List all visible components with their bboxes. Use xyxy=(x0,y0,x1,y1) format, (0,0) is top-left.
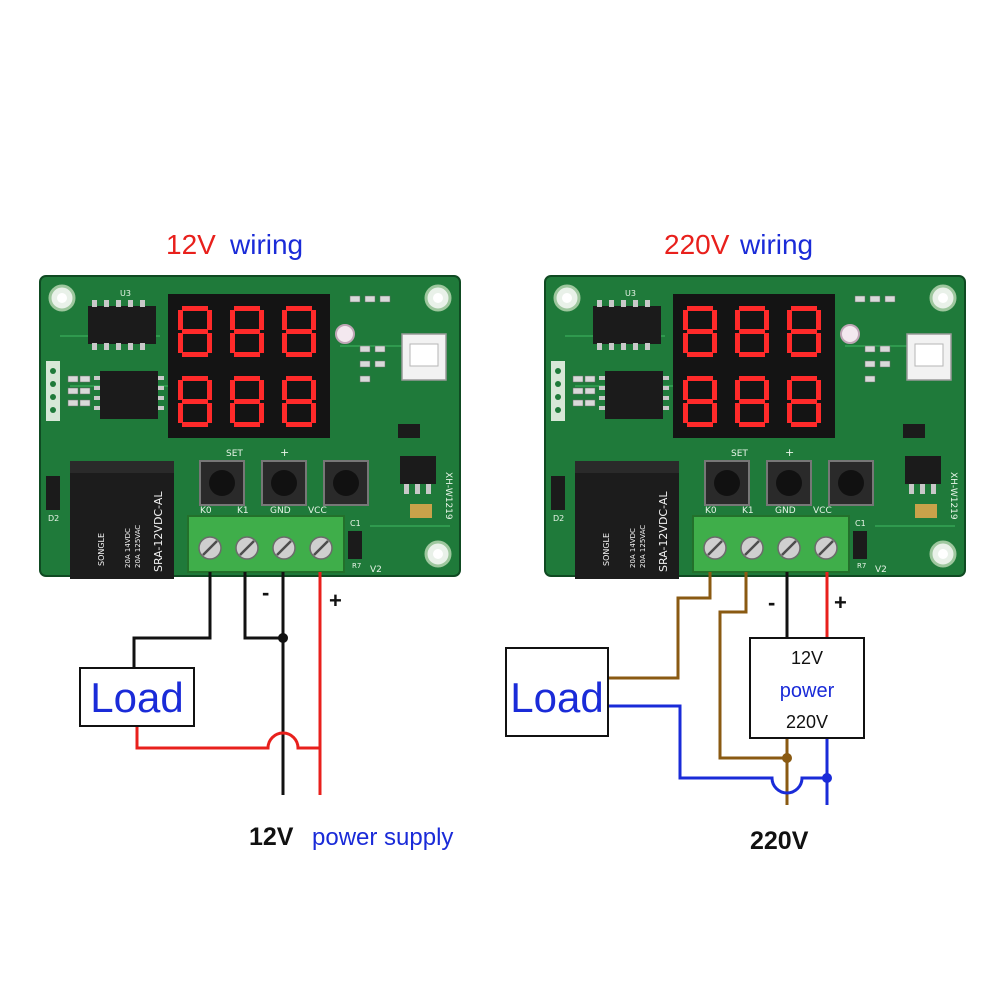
left-diode-label: D2 xyxy=(48,514,59,523)
left-bottom-voltage: 12V xyxy=(249,823,294,851)
left-wires xyxy=(132,572,322,795)
left-chip-label: U3 xyxy=(120,289,131,298)
left-relay-model: SRA-12VDC-AL xyxy=(152,491,165,572)
left-relay-rating1: 20A 14VDC xyxy=(124,528,132,568)
left-plus-sign: + xyxy=(329,588,342,613)
right-supply-line1: 12V xyxy=(791,648,823,668)
right-button-set-label: SET xyxy=(731,449,748,459)
right-pcb-board: U3 SET + K0 K1 GND VCC V2 C1 D2 R7 XH-W1… xyxy=(545,276,965,579)
right-relay-rating2: 20A 125VAC xyxy=(639,525,647,568)
right-relay-rating1: 20A 14VDC xyxy=(629,528,637,568)
left-minus-sign: - xyxy=(262,580,269,605)
left-cap-label: C1 xyxy=(350,519,361,528)
right-board-model: XH-W1219 xyxy=(948,472,958,520)
left-version-label: V2 xyxy=(370,565,382,575)
right-relay-brand: SONGLE xyxy=(602,533,611,566)
right-wires xyxy=(608,572,829,805)
right-wire-k1 xyxy=(718,572,787,760)
left-relay-rating2: 20A 125VAC xyxy=(134,525,142,568)
right-supply-line3: 220V xyxy=(786,712,828,732)
right-panel: 220V wiring U3 SET + K0 K1 GND VCC V2 C1… xyxy=(505,229,965,855)
right-version-label: V2 xyxy=(875,565,887,575)
left-button-plus-label: + xyxy=(280,446,289,459)
right-reg-label: R7 xyxy=(857,562,866,570)
right-terminal-k0: K0 xyxy=(705,506,717,516)
right-junction-dot-blue xyxy=(822,773,832,783)
left-terminal-k0: K0 xyxy=(200,506,212,516)
right-wire-k0-load xyxy=(608,572,712,680)
left-wire-load-return xyxy=(135,725,320,750)
right-load-label: Load xyxy=(510,674,603,721)
left-bottom-text: power supply xyxy=(312,824,453,851)
right-diode-label: D2 xyxy=(553,514,564,523)
left-wire-k1 xyxy=(243,572,283,640)
right-terminal-k1: K1 xyxy=(742,506,754,516)
left-wire-k0-load xyxy=(132,572,212,668)
left-terminal-vcc: VCC xyxy=(308,506,327,516)
left-board-model: XH-W1219 xyxy=(443,472,453,520)
left-title-voltage: 12V xyxy=(166,229,216,260)
right-relay-model: SRA-12VDC-AL xyxy=(657,491,670,572)
left-relay-brand: SONGLE xyxy=(97,533,106,566)
left-junction-dot xyxy=(278,633,288,643)
left-reg-label: R7 xyxy=(352,562,361,570)
right-button-plus-label: + xyxy=(785,446,794,459)
right-minus-sign: - xyxy=(768,590,775,615)
right-bottom-voltage: 220V xyxy=(750,827,809,855)
right-junction-dot-brown xyxy=(782,753,792,763)
left-title-word: wiring xyxy=(229,229,303,260)
left-terminal-gnd: GND xyxy=(270,506,291,516)
right-supply-line2: power xyxy=(780,680,835,702)
left-load-label: Load xyxy=(90,674,183,721)
right-cap-label: C1 xyxy=(855,519,866,528)
right-title-voltage: 220V xyxy=(664,229,730,260)
right-terminal-gnd: GND xyxy=(775,506,796,516)
left-terminal-k1: K1 xyxy=(237,506,249,516)
right-chip-label: U3 xyxy=(625,289,636,298)
right-load-box xyxy=(505,647,609,737)
left-button-set-label: SET xyxy=(226,449,243,459)
right-title-word: wiring xyxy=(739,229,813,260)
left-panel: 12V wiring U3 SET + K0 K1 GND VCC V2 C1 … xyxy=(40,229,460,851)
left-pcb-board: U3 SET + K0 K1 GND VCC V2 C1 D2 R7 XH-W1… xyxy=(40,276,460,579)
right-wire-load-return xyxy=(608,704,827,795)
left-load-box xyxy=(79,667,195,727)
right-plus-sign: + xyxy=(834,590,847,615)
right-supply-box xyxy=(749,637,865,739)
right-terminal-vcc: VCC xyxy=(813,506,832,516)
